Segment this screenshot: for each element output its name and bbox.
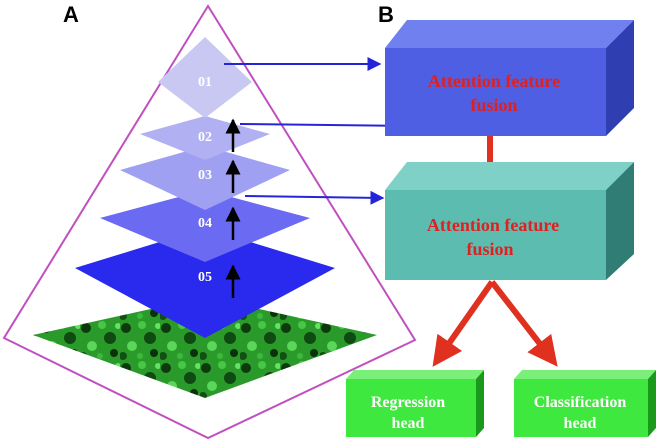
fusion-module-2: Attention feature fusion: [385, 162, 634, 280]
regression-head: Regression head: [346, 370, 484, 437]
regression-head-text-line2: head: [392, 415, 425, 432]
panel-label-b: B: [378, 2, 394, 27]
panel-label-a: A: [63, 2, 79, 27]
fusion-module-1-front: [385, 48, 606, 136]
fusion-module-1-text-line2: fusion: [470, 95, 517, 115]
layer-label-04: 04: [198, 216, 212, 231]
fusion-module-1-top: [385, 20, 634, 48]
pyramid-layer-03: [120, 146, 290, 210]
classification-head-side: [648, 370, 656, 437]
classification-head-text-line2: head: [564, 415, 597, 432]
classification-head-front: [514, 379, 648, 437]
classification-head: Classification head: [514, 370, 656, 437]
regression-flow-arrow: [432, 280, 495, 367]
layer-label-01: 01: [198, 75, 212, 90]
regression-head-text-line1: Regression: [371, 394, 445, 411]
fusion-module-1: Attention feature fusion: [385, 20, 634, 136]
regression-head-top: [346, 370, 484, 379]
classification-head-top: [514, 370, 656, 379]
pyramid-layer-05: [75, 228, 335, 338]
regression-head-side: [476, 370, 484, 437]
input-image-plane: [33, 297, 377, 398]
regression-head-front: [346, 379, 476, 437]
layer-label-02: 02: [198, 130, 212, 145]
classification-flow-arrow: [489, 280, 558, 367]
layer-label-05: 05: [198, 270, 212, 285]
fusion-module-1-side: [606, 20, 634, 136]
pyramid-layer-04: [100, 190, 310, 262]
classification-head-text-line1: Classification: [534, 394, 627, 411]
fusion-module-2-text-line1: Attention feature: [427, 215, 559, 235]
feature-arrow-04: [244, 190, 385, 205]
pyramid-outline: [2, 4, 417, 440]
fusion-module-1-text-line1: Attention feature: [428, 71, 560, 91]
fusion-module-2-top: [385, 162, 634, 190]
layer-label-03: 03: [198, 168, 212, 183]
pyramid-layer-01: [158, 37, 252, 118]
fusion-module-2-text-line2: fusion: [466, 239, 513, 259]
feature-arrow-02: [239, 118, 412, 133]
fusion-module-2-side: [606, 162, 634, 280]
fusion-module-2-front: [385, 190, 606, 280]
